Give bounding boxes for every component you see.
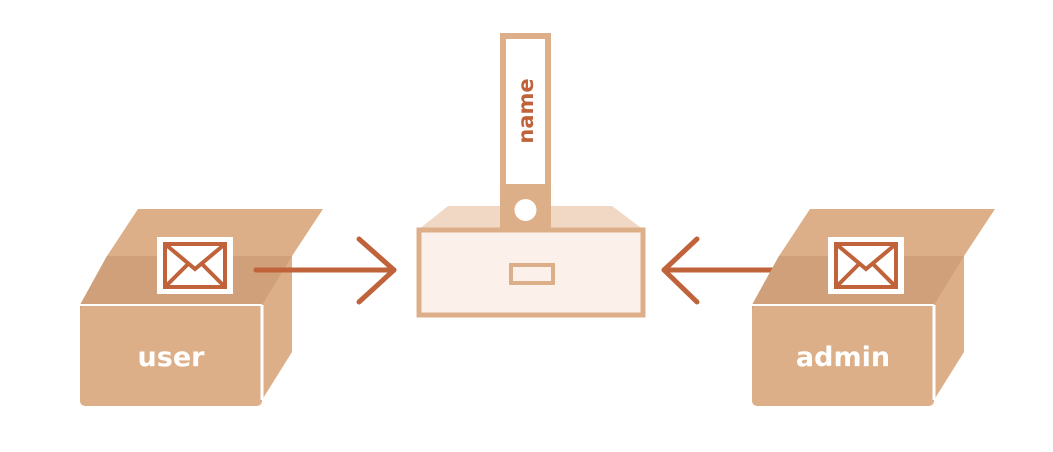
binder-ring-hole bbox=[514, 199, 537, 221]
binder-spine-label: name bbox=[514, 78, 538, 143]
binder-folder: name bbox=[500, 33, 551, 230]
admin-box-label: admin bbox=[796, 342, 890, 373]
user-box-front bbox=[80, 305, 262, 406]
cabinet-drawer bbox=[416, 227, 646, 318]
arrow-right-icon bbox=[253, 236, 397, 305]
user-box-label: user bbox=[138, 342, 206, 373]
user-box-right-side bbox=[262, 256, 292, 400]
drawer-handle bbox=[509, 263, 555, 285]
admin-box-front bbox=[752, 305, 934, 406]
admin-box-right-side bbox=[934, 256, 964, 400]
envelope-icon bbox=[163, 242, 227, 289]
user-box: user bbox=[80, 209, 323, 406]
envelope-icon bbox=[834, 242, 898, 289]
admin-box: admin bbox=[752, 209, 995, 406]
file-cabinet: name bbox=[416, 33, 646, 318]
